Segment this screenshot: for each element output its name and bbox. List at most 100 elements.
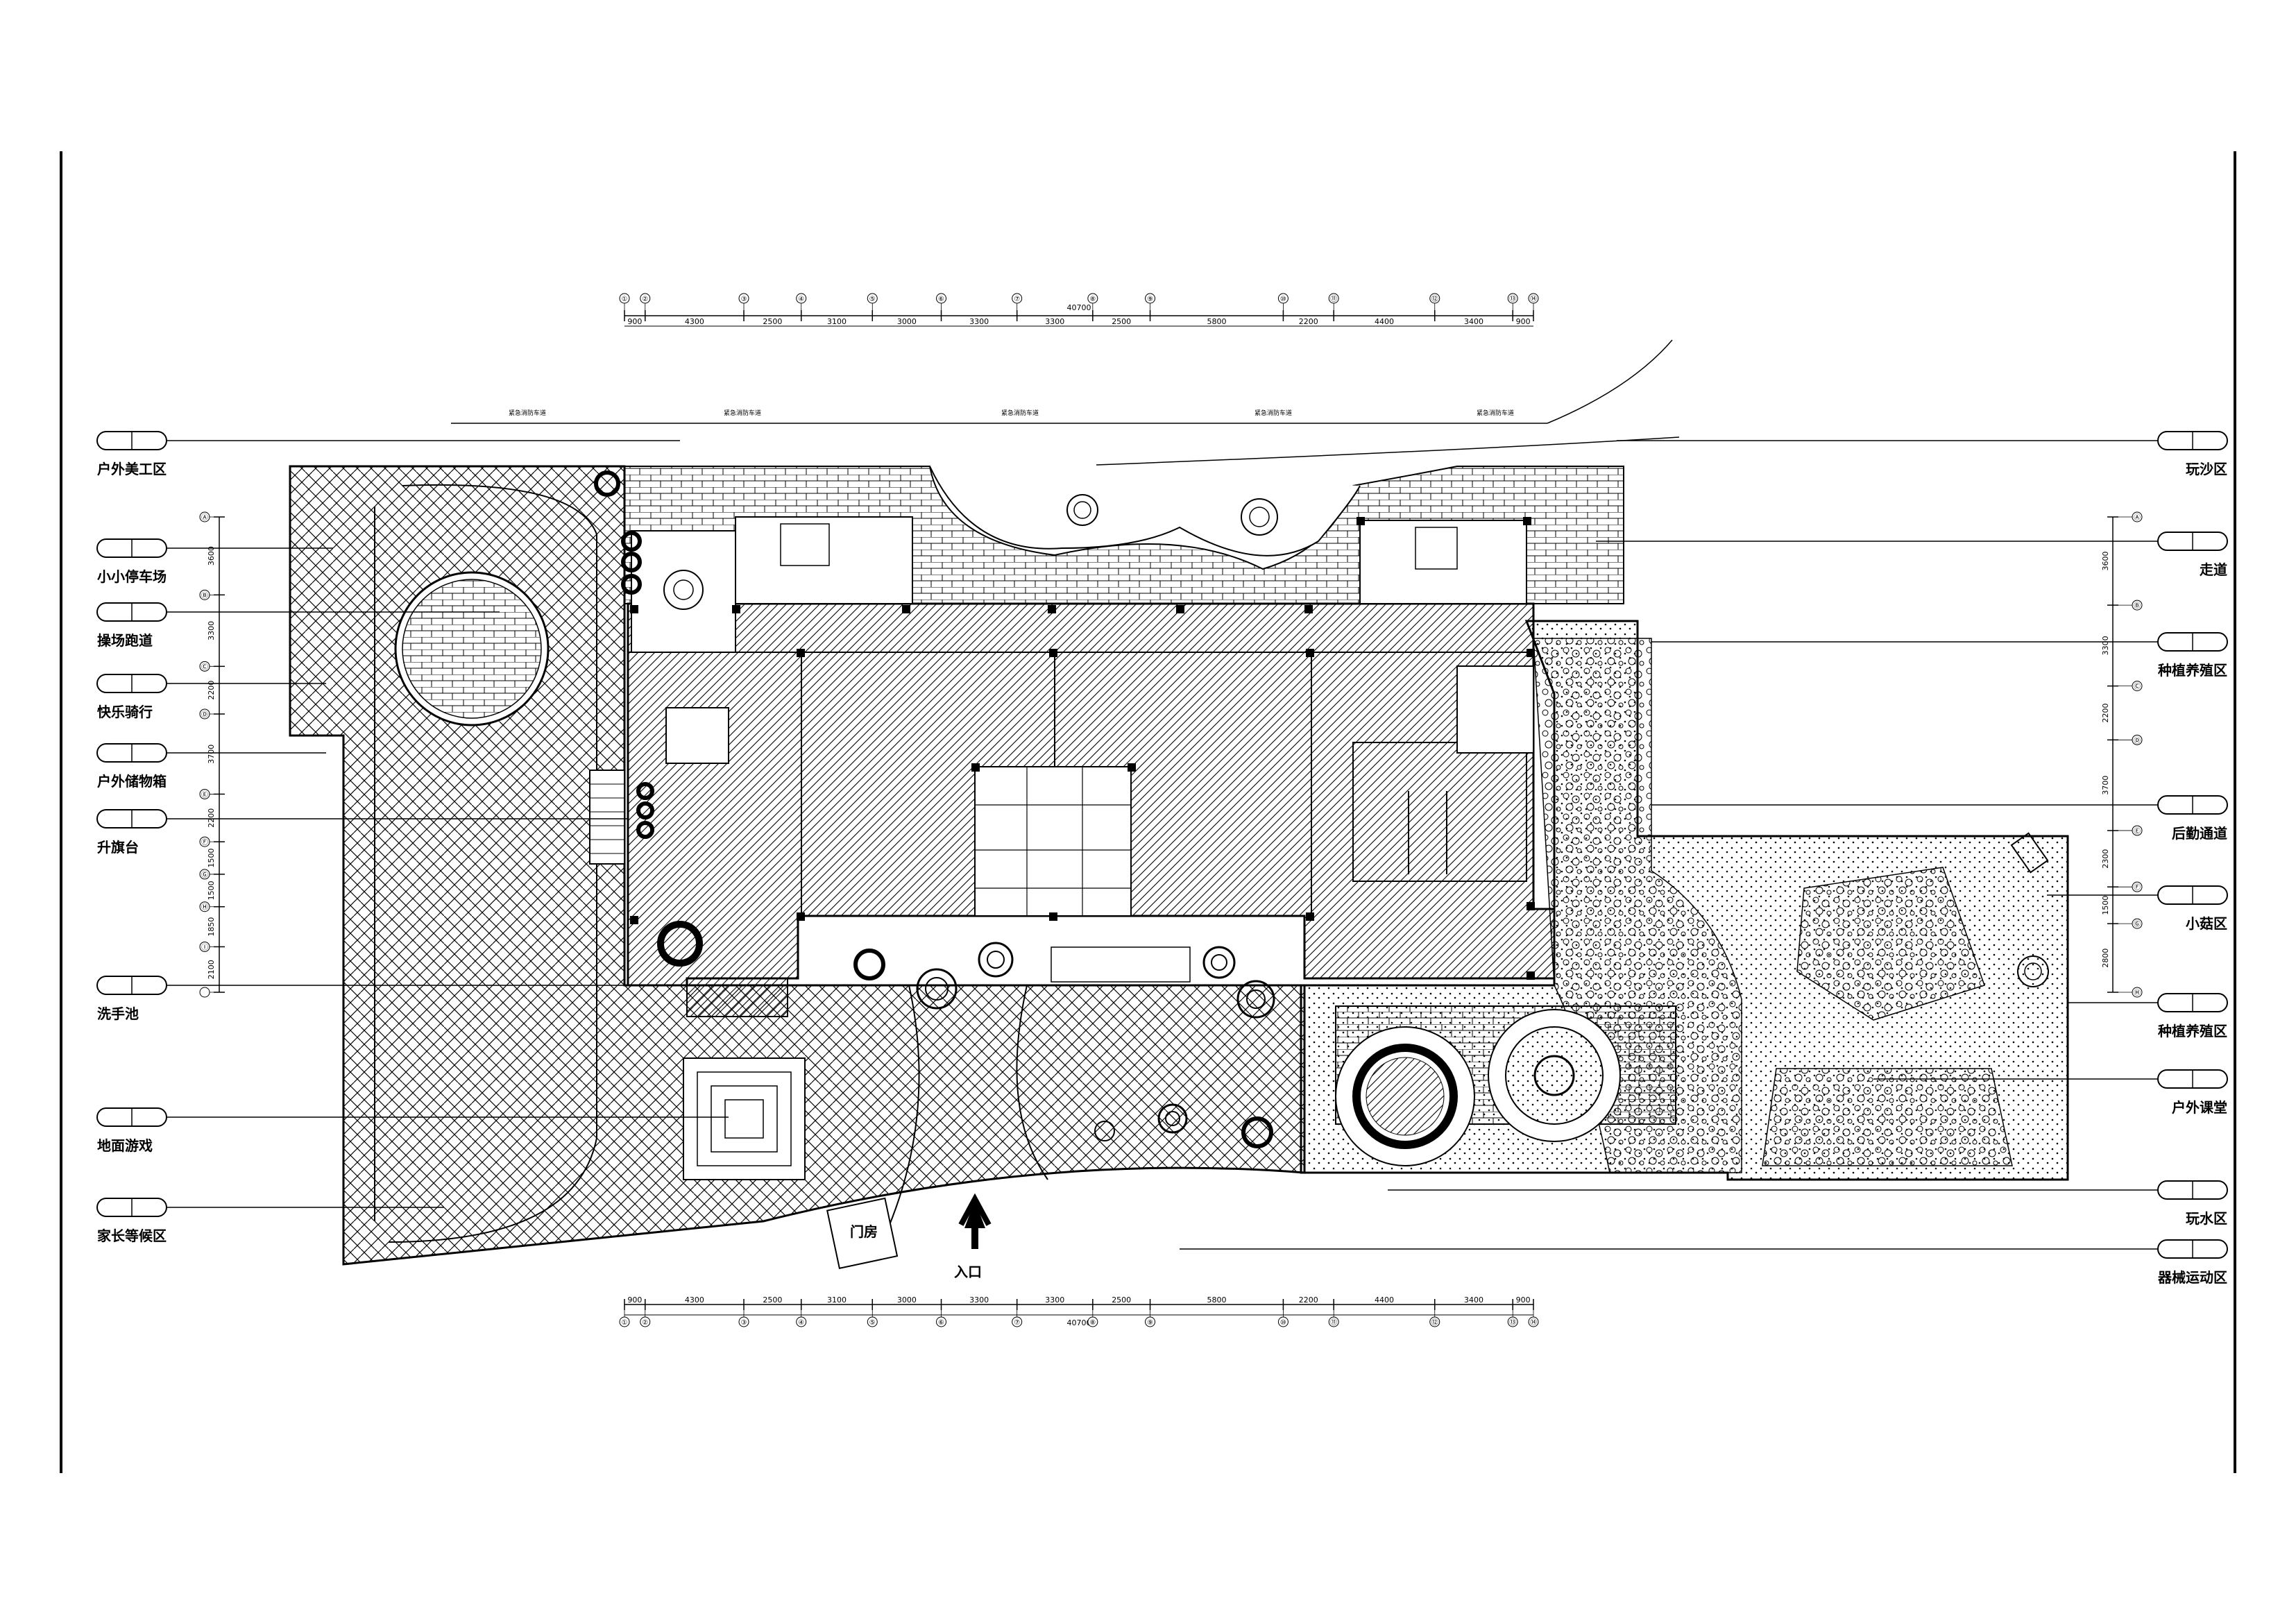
axis-bubble — [640, 293, 651, 304]
callout-right-label: 玩沙区 — [2186, 461, 2227, 477]
dimension-span: 2200 — [207, 681, 216, 700]
axis-label: Ⓔ — [2134, 827, 2141, 835]
dimension-span: 3700 — [207, 745, 216, 764]
axis-bubble — [199, 987, 210, 998]
axis-bubble — [867, 293, 878, 304]
road-note-4: 紧急消防车道 — [1255, 409, 1292, 417]
callout-left-label: 家长等候区 — [97, 1227, 167, 1244]
axis-label: ⑦ — [1014, 296, 1020, 303]
callout-right-label: 走道 — [2200, 561, 2227, 578]
axis-bubble — [1328, 293, 1339, 304]
dimension-span: 900 — [1516, 317, 1531, 326]
fire-lane-road: 紧急消防车道 紧急消防车道 紧急消防车道 紧急消防车道 紧急消防车道 — [451, 339, 1680, 466]
axis-label: Ⓗ — [2134, 989, 2141, 997]
axis-bubble — [1145, 1316, 1156, 1327]
axis-label: ④ — [798, 1319, 804, 1327]
bottom-dimension-total: 40700 — [1067, 1318, 1091, 1327]
axis-bubble — [1087, 293, 1098, 304]
dimension-span: 3400 — [1464, 317, 1483, 326]
axis-bubble — [199, 589, 210, 600]
dimension-span: 3600 — [207, 546, 216, 566]
axis-bubble — [1145, 293, 1156, 304]
callout-right-label: 玩水区 — [2186, 1210, 2227, 1227]
axis-label: ⑩ — [1280, 296, 1286, 303]
axis-bubble — [1528, 1316, 1539, 1327]
axis-bubble — [796, 1316, 807, 1327]
callout-right-2: 走道 — [1596, 532, 2228, 578]
axis-bubble — [936, 1316, 947, 1327]
axis-bubble — [2132, 881, 2143, 892]
callout-right-4: 后勤通道 — [1651, 795, 2228, 842]
school-building — [589, 516, 1556, 1017]
dimension-span: 2500 — [763, 317, 782, 326]
callout-left-label: 地面游戏 — [97, 1137, 153, 1154]
axis-label: Ⓑ — [201, 591, 208, 600]
dimension-span: 2300 — [2101, 849, 2110, 869]
axis-bubble — [1507, 1316, 1518, 1327]
dimension-span: 3100 — [827, 317, 847, 326]
axis-label: ① — [622, 296, 628, 303]
axis-bubble — [2132, 825, 2143, 836]
callout-left-label: 升旗台 — [97, 839, 139, 856]
dimension-span: 5800 — [1207, 317, 1226, 326]
axis-bubble — [738, 1316, 749, 1327]
axis-bubble — [936, 293, 947, 304]
dimension-span: 3300 — [207, 621, 216, 640]
axis-bubble — [2132, 600, 2143, 611]
dimension-span: 2500 — [763, 1295, 782, 1305]
axis-bubble — [199, 836, 210, 847]
axis-bubble — [619, 293, 630, 304]
axis-label: ⑩ — [1280, 1319, 1286, 1327]
callout-left-label: 快乐骑行 — [97, 704, 153, 720]
dimension-span: 3300 — [969, 1295, 989, 1305]
axis-bubble — [199, 941, 210, 952]
callout-right-label: 器械运动区 — [2157, 1269, 2227, 1286]
axis-label: ⑥ — [938, 1319, 944, 1327]
callout-left-4: 快乐骑行 — [96, 674, 326, 720]
entrance-label: 入口 — [954, 1264, 982, 1280]
callout-left-label: 户外储物箱 — [97, 773, 167, 790]
axis-bubble — [1429, 1316, 1440, 1327]
axis-bubble — [1429, 293, 1440, 304]
axis-label: ⑬ — [1509, 295, 1516, 303]
axis-label: Ⓕ — [2134, 883, 2141, 892]
dimension-span: 2200 — [1299, 317, 1318, 326]
callout-left-3: 操场跑道 — [96, 602, 500, 649]
dimension-span: 2500 — [1112, 1295, 1131, 1305]
axis-label: ⑪ — [1330, 1318, 1337, 1327]
dimension-span: 2800 — [2101, 949, 2110, 968]
dimension-span: 1850 — [207, 917, 216, 937]
axis-bubble — [2132, 987, 2143, 998]
axis-label: ⑬ — [1509, 1318, 1516, 1327]
callout-left-5: 户外储物箱 — [96, 743, 326, 790]
callout-right-label: 种植养殖区 — [2157, 662, 2227, 679]
callout-left-6: 升旗台 — [96, 809, 628, 856]
callout-left-7: 洗手池 — [96, 976, 628, 1022]
callout-right-label: 种植养殖区 — [2157, 1023, 2227, 1039]
axis-bubble — [1528, 293, 1539, 304]
axis-label: Ⓒ — [2134, 683, 2141, 691]
axis-label: ② — [642, 1319, 648, 1327]
callout-left-9: 家长等候区 — [96, 1198, 444, 1244]
dimension-span: 3400 — [1464, 1295, 1483, 1305]
axis-bubble — [199, 511, 210, 522]
dimension-span: 2500 — [1112, 317, 1131, 326]
dimension-span: 4400 — [1375, 1295, 1394, 1305]
axis-label: ① — [622, 1319, 628, 1327]
dimension-span: 3300 — [1045, 1295, 1064, 1305]
callout-left-8: 地面游戏 — [96, 1107, 729, 1154]
callout-left-1: 户外美工区 — [96, 431, 680, 477]
dimension-span: 3100 — [827, 1295, 847, 1305]
callout-left-label: 小小停车场 — [97, 568, 167, 585]
axis-label: ⑥ — [938, 296, 944, 303]
axis-label: ④ — [798, 296, 804, 303]
dimension-span: 1500 — [207, 881, 216, 900]
dimension-span: 3000 — [897, 317, 917, 326]
axis-label: Ⓐ — [201, 513, 208, 522]
axis-label: Ⓓ — [2134, 736, 2141, 745]
axis-label: Ⓘ — [201, 943, 208, 951]
callout-right-8: 玩水区 — [1388, 1180, 2228, 1227]
callout-right-label: 户外课堂 — [2172, 1099, 2227, 1116]
callout-left-label: 洗手池 — [97, 1005, 139, 1022]
